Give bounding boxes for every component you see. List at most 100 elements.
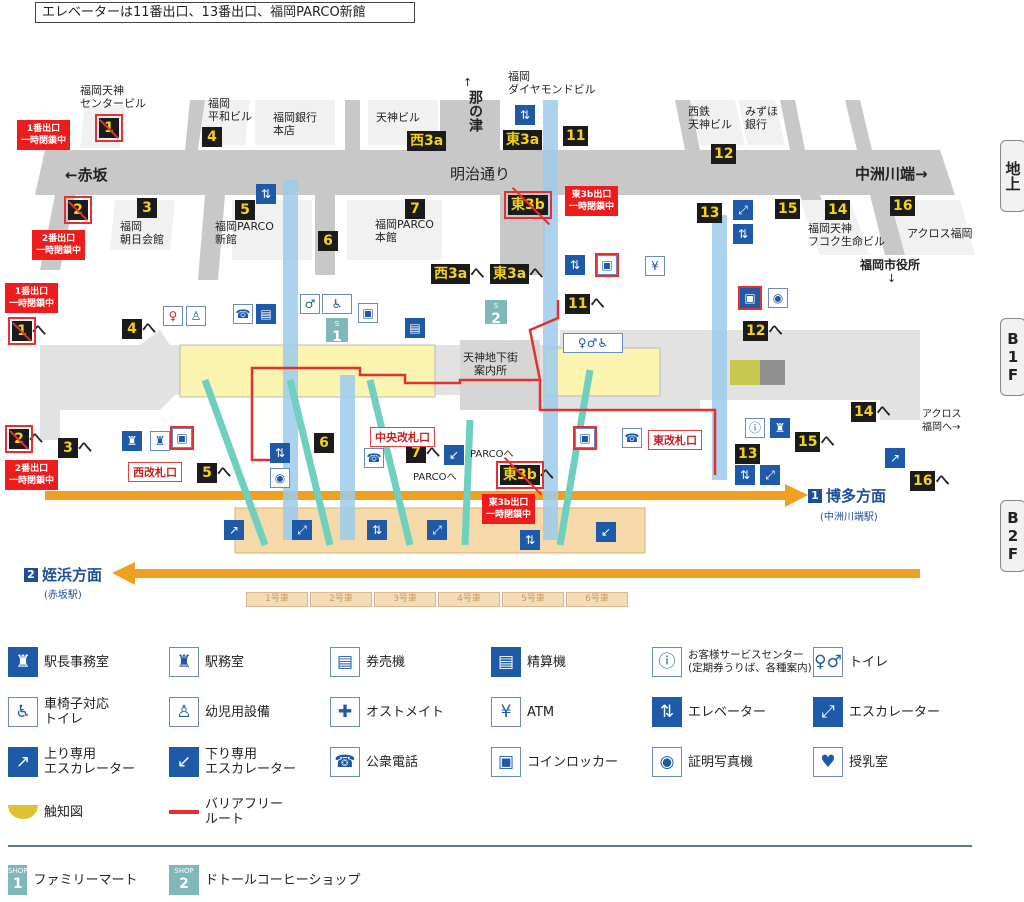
floor-tab-ground[interactable]: 地上 bbox=[1000, 140, 1024, 212]
exit-11[interactable]: 11 bbox=[563, 126, 589, 146]
nursing-room-icon: ♥ bbox=[813, 747, 843, 777]
floor-tab-b1f[interactable]: B1F bbox=[1000, 318, 1024, 396]
legend-item: ♀♂トイレ bbox=[813, 647, 973, 677]
legend-item: ▣コインロッカー bbox=[491, 747, 651, 777]
building-tenjin: 天神ビル bbox=[376, 111, 420, 124]
building bbox=[255, 100, 335, 145]
line-number: 1 bbox=[808, 489, 822, 503]
legend-label: 触知図 bbox=[44, 804, 84, 820]
customer-service-icon: ⓘ bbox=[745, 418, 765, 438]
exit-15[interactable]: 15 bbox=[775, 199, 801, 219]
road-nanotsu bbox=[440, 100, 500, 150]
toilet-icon: ♂ bbox=[300, 294, 320, 314]
to-label: へ bbox=[529, 266, 544, 282]
escalator bbox=[286, 379, 334, 546]
track-hakata bbox=[45, 491, 785, 500]
to-label: へ bbox=[426, 445, 440, 461]
to-label: へ bbox=[32, 323, 46, 339]
exit-number: 6 bbox=[314, 433, 334, 453]
barrier-free-route bbox=[250, 366, 717, 475]
exit-number: 7 bbox=[406, 443, 426, 463]
direction-label: 姪浜方面 bbox=[42, 566, 103, 584]
b1f-west-corridor bbox=[40, 360, 60, 440]
car-4: 4号車 bbox=[438, 592, 500, 607]
locker-icon: ▣ bbox=[170, 426, 194, 450]
b1f-exit-13[interactable]: 13 bbox=[735, 443, 761, 464]
ticket-machine-icon: ▤ bbox=[405, 318, 425, 338]
elevator-icon: ⇅ bbox=[735, 465, 755, 485]
legend-item: ♙幼児用設備 bbox=[169, 697, 329, 727]
direction-hakata: 1 博多方面 bbox=[808, 485, 886, 506]
road-side bbox=[870, 195, 905, 255]
car-positions: 1号車 2号車 3号車 4号車 5号車 6号車 bbox=[246, 592, 628, 607]
exit-5[interactable]: 5 bbox=[235, 200, 255, 220]
legend-item: ↙下り専用 エスカレーター bbox=[169, 747, 329, 777]
car-5: 5号車 bbox=[502, 592, 564, 607]
exit-4[interactable]: 4 bbox=[202, 127, 222, 147]
exit-12[interactable]: 12 bbox=[711, 144, 737, 164]
road-side bbox=[345, 100, 360, 150]
station-master-icon: ♜ bbox=[8, 647, 38, 677]
exit-east-3a[interactable]: 東3a bbox=[503, 130, 543, 150]
road-side bbox=[198, 195, 225, 280]
exit-3[interactable]: 3 bbox=[137, 198, 157, 218]
legend-item: ✚オストメイト bbox=[330, 697, 490, 727]
exit-13[interactable]: 13 bbox=[697, 203, 723, 223]
exit-1-closed[interactable]: 1 bbox=[95, 114, 123, 142]
legend-item: ▤券売機 bbox=[330, 647, 490, 677]
legend-item: ♜駅長事務室 bbox=[8, 647, 168, 677]
exit-number: 4 bbox=[122, 319, 142, 339]
to-label: へ bbox=[142, 321, 156, 337]
exit-7[interactable]: 7 bbox=[405, 199, 425, 219]
escalator-down-icon: ↙ bbox=[596, 522, 616, 542]
street-nanotsu: 那の津 bbox=[467, 90, 483, 132]
exit-west-3a[interactable]: 西3a bbox=[407, 131, 447, 151]
building-center: 福岡天神 センタービル bbox=[80, 84, 146, 110]
b1f-exit-6[interactable]: 6 bbox=[314, 432, 334, 453]
to-label: へ bbox=[876, 404, 891, 420]
escalator-up-icon: ↗ bbox=[885, 448, 905, 468]
closure-notice-exit1-b1f: 1番出口 一時閉鎖中 bbox=[5, 283, 59, 313]
toilet-icon: ♀♂♿ bbox=[563, 333, 623, 353]
exit-2-closed[interactable]: 2 bbox=[64, 196, 92, 224]
tenjin-chikagai-area bbox=[460, 340, 540, 410]
legend-item: ☎公衆電話 bbox=[330, 747, 490, 777]
exit-6[interactable]: 6 bbox=[318, 231, 338, 251]
floor-tab-b2f[interactable]: B2F bbox=[1000, 500, 1024, 572]
wheelchair-icon: ♿ bbox=[322, 294, 352, 314]
barrier-free-route-icon bbox=[169, 810, 199, 814]
exit-16[interactable]: 16 bbox=[890, 196, 916, 216]
legend-item: ▤精算機 bbox=[491, 647, 651, 677]
exit-number: 1 bbox=[8, 317, 36, 345]
direction-hakata-station: (中洲川端駅) bbox=[820, 512, 878, 523]
legend-item: ♿車椅子対応 トイレ bbox=[8, 697, 168, 727]
station-office-icon: ♜ bbox=[169, 647, 199, 677]
toilet-icon: ♀ bbox=[163, 306, 183, 326]
to-label: へ bbox=[217, 465, 231, 481]
escalator bbox=[201, 378, 269, 547]
escalator-down-icon: ↙ bbox=[169, 747, 199, 777]
direction-label: 博多方面 bbox=[826, 487, 887, 505]
atm-icon: ¥ bbox=[491, 697, 521, 727]
legend-item: ⤢エスカレーター bbox=[813, 697, 973, 727]
exit-east-3b-closed[interactable]: 東3b bbox=[504, 191, 552, 219]
exit-14[interactable]: 14 bbox=[825, 200, 851, 220]
